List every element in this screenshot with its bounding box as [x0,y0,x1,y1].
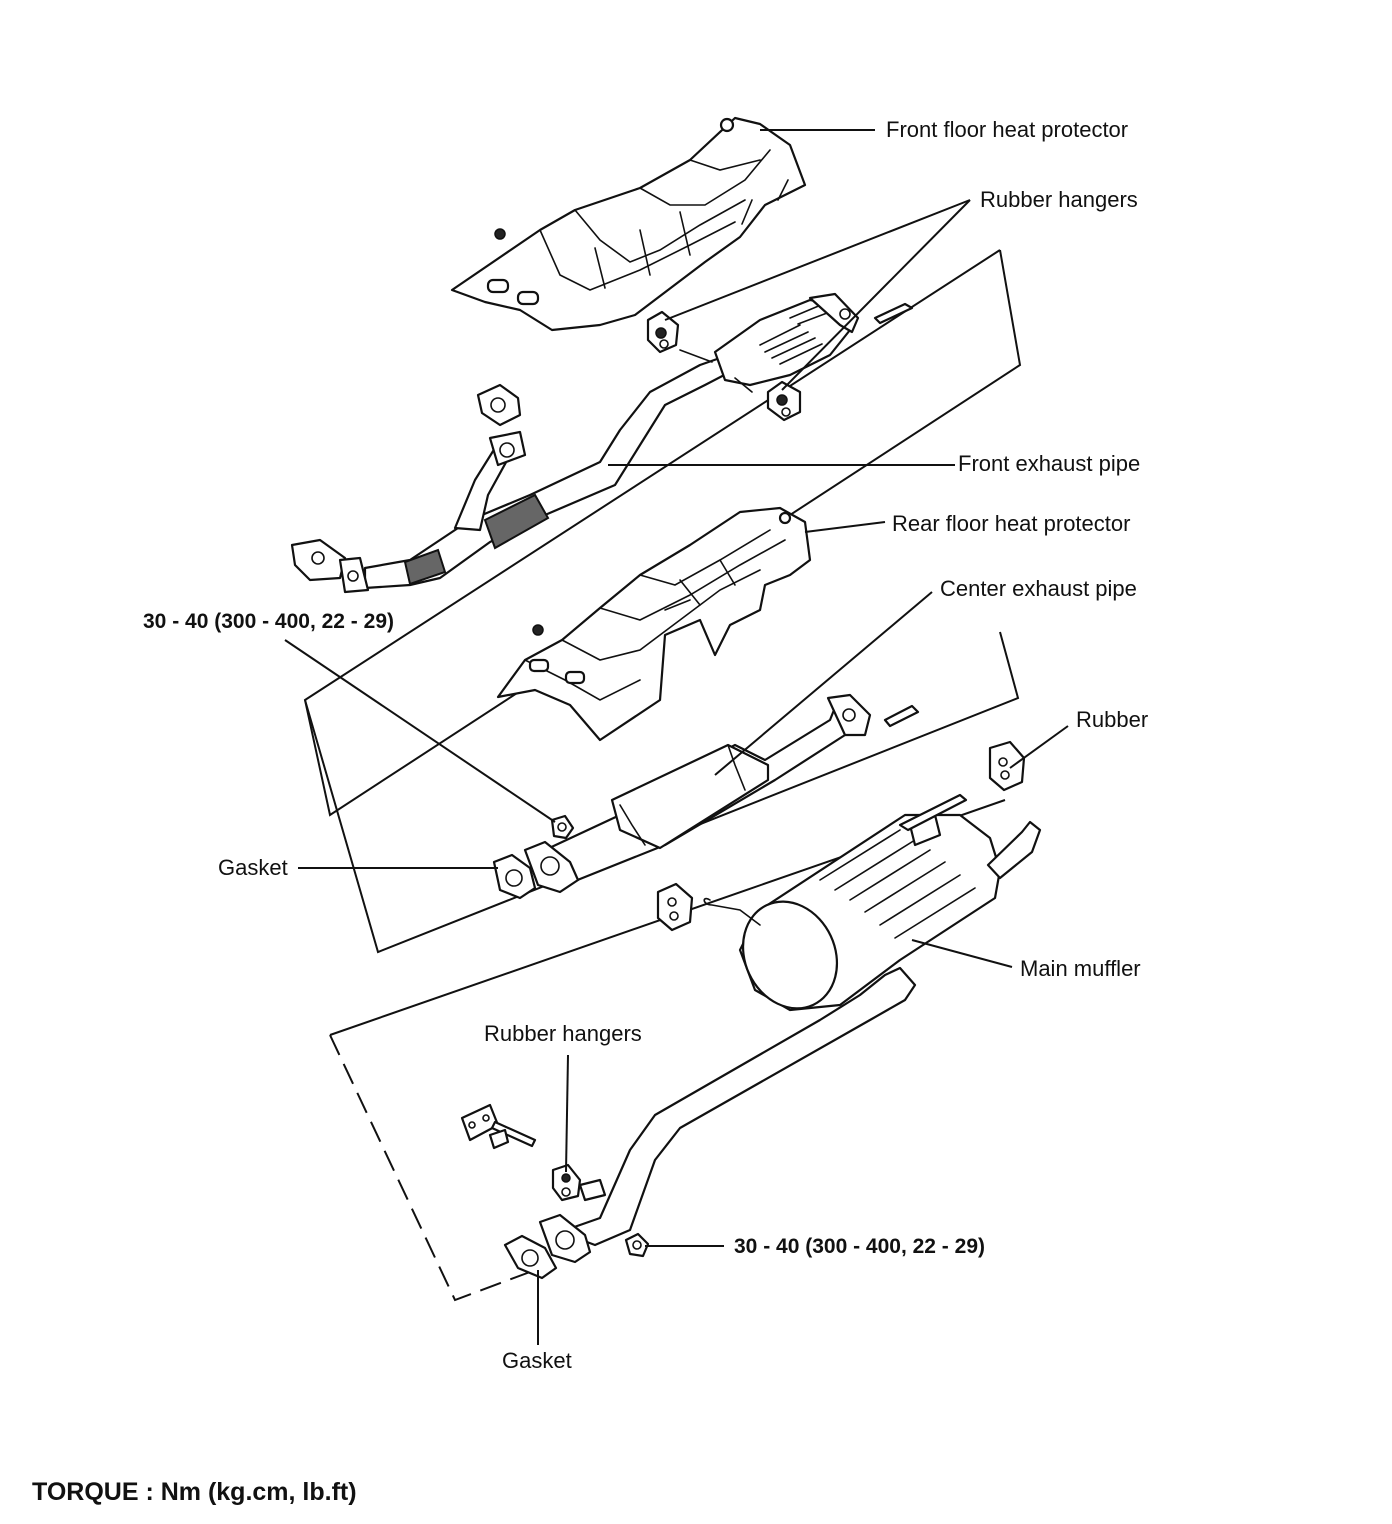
catalytic-converter [713,292,860,387]
label-rubber: Rubber [1076,707,1149,732]
center-pipe-flange [523,840,580,894]
hanger-pin-top [679,302,914,393]
rubber-isolator-left [656,882,694,932]
rubber-isolator [988,740,1026,792]
leader-lines [284,129,1069,1345]
label-gasket-middle: Gasket [218,855,288,880]
front-assembly-frame [303,249,1022,817]
rubber-hanger-top-left [646,310,680,354]
rubber-hanger-top-right [766,380,802,422]
label-rear-floor-heat-protector: Rear floor heat protector [892,511,1131,536]
label-torque-upper: 30 - 40 (300 - 400, 22 - 29) [143,610,394,633]
hanger-bracket [460,1103,537,1150]
gasket-middle [492,853,537,900]
label-center-exhaust-pipe: Center exhaust pipe [940,576,1137,601]
front-floor-heat-protector [450,116,807,332]
tail-pipe [558,966,917,1247]
nut-middle [550,814,575,840]
front-exhaust-pipe [290,356,732,594]
gasket-bottom [503,1234,558,1280]
label-rubber-hangers-top: Rubber hangers [980,187,1138,212]
label-rubber-hangers-bottom: Rubber hangers [484,1021,642,1046]
tail-pipe-flange [538,1213,592,1264]
label-front-exhaust-pipe: Front exhaust pipe [958,451,1141,476]
nut-bottom [624,1232,650,1258]
main-muffler [703,793,1042,1012]
label-main-muffler: Main muffler [1020,956,1141,981]
center-exhaust-pipe [543,693,920,887]
label-torque-lower: 30 - 40 (300 - 400, 22 - 29) [734,1235,985,1258]
rubber-hanger-bottom [551,1163,582,1202]
rear-floor-heat-protector [496,506,812,742]
label-gasket-bottom: Gasket [502,1348,572,1373]
label-front-floor-heat-protector: Front floor heat protector [886,117,1129,142]
torque-units-note: TORQUE : Nm (kg.cm, lb.ft) [32,1478,357,1506]
